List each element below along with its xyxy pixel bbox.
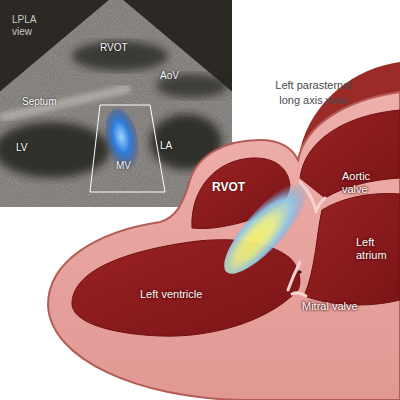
echo-structure-label: RVOT <box>100 42 128 54</box>
echo-rvot-cavity <box>72 41 168 71</box>
mitral-leaflet <box>288 262 300 290</box>
mitral-leaflet <box>292 293 306 296</box>
aorta-lumen <box>300 110 400 198</box>
doppler-box <box>90 105 165 192</box>
anatomy-label: Left atrium <box>356 236 396 262</box>
heart-illustration <box>48 62 400 400</box>
myocardium <box>48 92 400 400</box>
anatomy-label: Left ventricle <box>140 288 202 301</box>
doppler-jet <box>100 105 145 174</box>
diagram-title: Left parasternal long axis view <box>266 78 361 108</box>
view-label: LPLA view <box>12 14 46 38</box>
left-atrium-cavity <box>304 194 400 305</box>
aortic-leaflet <box>316 198 325 212</box>
echo-structure-label: AoV <box>160 70 179 82</box>
echo-structure-label: MV <box>116 160 131 172</box>
jet-dot <box>299 271 302 274</box>
regurgitant-jet <box>212 167 323 285</box>
echo-structure-label: LA <box>160 140 172 152</box>
anatomy-label: Aortic valve <box>342 170 388 196</box>
echo-structure-label: Septum <box>22 96 56 108</box>
echo-structure-label: LV <box>16 142 28 154</box>
echo-lv-cavity <box>0 122 110 178</box>
anatomy-label: RVOT <box>212 180 245 194</box>
anatomy-label: Mitral valve <box>302 300 358 313</box>
